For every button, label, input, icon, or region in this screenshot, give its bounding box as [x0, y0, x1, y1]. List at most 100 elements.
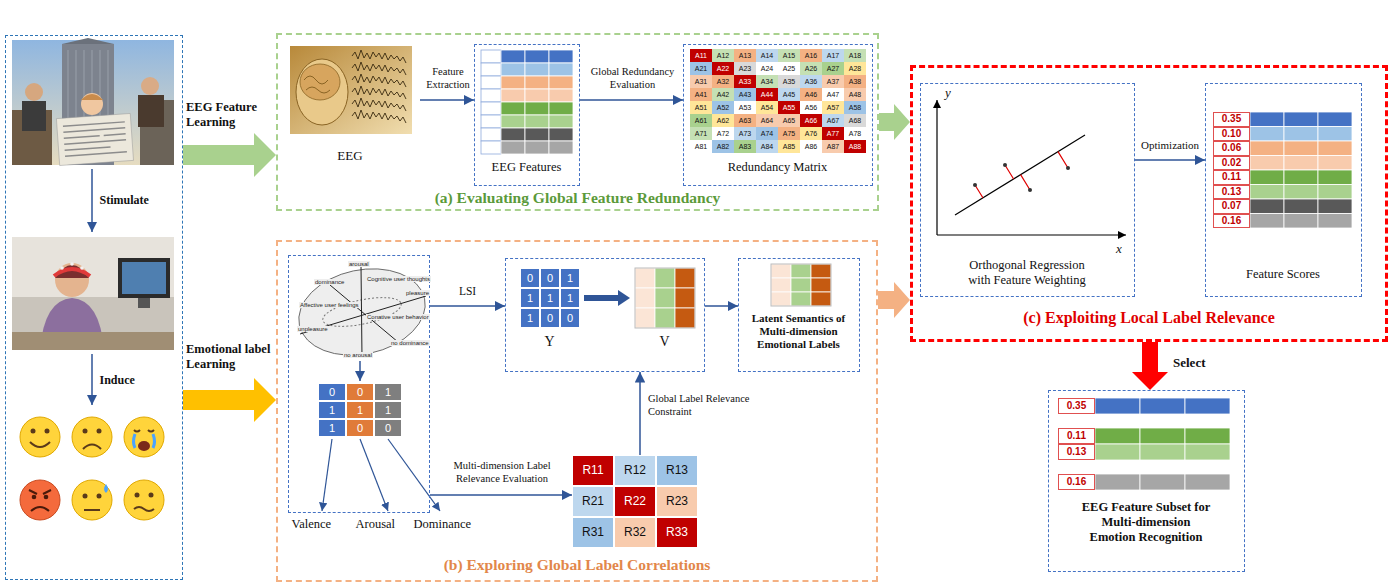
table-cells [1250, 156, 1284, 171]
label-matrix-cell: 0 [540, 308, 560, 328]
label-matrix-cell: 0 [560, 308, 580, 328]
flow-arrow [705, 305, 738, 307]
table-cells [525, 102, 549, 115]
emotion-emoji [31, 507, 49, 511]
pad-emotion-model [291, 258, 440, 511]
matrix-cell: A11 [690, 49, 712, 62]
table-cells [655, 308, 675, 328]
node-text: Dominance [414, 517, 478, 532]
model-axis-label: unpleasure [297, 326, 329, 332]
table-cells [1284, 214, 1318, 229]
edge-label: Emotional label Learning [186, 342, 276, 372]
feature-score: 0.02 [1213, 156, 1250, 171]
table-cells [549, 76, 573, 89]
block-arrow [183, 133, 276, 177]
node-text: Induce [100, 373, 175, 387]
matrix-cell: A26 [800, 62, 822, 75]
node-text: Latent Semantics of Multi-dimension Emot… [742, 312, 856, 352]
feature-score: 0.35 [1058, 398, 1095, 414]
orthogonal-regression-plot [973, 183, 977, 187]
eeg-image: EEG [290, 44, 420, 176]
matrix-cell: A75 [778, 127, 800, 140]
matrix-cell: A73 [734, 127, 756, 140]
matrix-cell: A72 [712, 127, 734, 140]
model-axis-label: arousal [348, 261, 370, 267]
emotion-emoji [29, 490, 51, 494]
model-axis-label: Conative user behavior [366, 314, 430, 320]
eeg-brain-image [296, 59, 348, 125]
movie-still [81, 93, 103, 115]
table-cells [1284, 156, 1318, 171]
pad-emotion-model [388, 439, 440, 511]
movie-still [141, 77, 159, 95]
axis-label: x [1116, 241, 1128, 257]
table-cells [791, 278, 811, 292]
table-cells [1318, 141, 1352, 156]
table-cells [501, 76, 525, 89]
stage-arrow [91, 354, 93, 405]
feature-score: 0.35 [1213, 112, 1250, 127]
eeg-recording-photo [60, 266, 64, 270]
table-cells [1140, 474, 1185, 490]
matrix-cell: A47 [822, 88, 844, 101]
eeg-recording-photo [55, 265, 89, 278]
eeg-brain-image [352, 110, 406, 123]
matrix-cell: A23 [734, 62, 756, 75]
table-cells [525, 63, 549, 76]
movie-still [56, 113, 133, 165]
eeg-brain-image [352, 98, 406, 111]
orthogonal-regression-plot [1003, 163, 1007, 167]
emotion-emoji [20, 417, 164, 520]
matrix-cell: A25 [778, 62, 800, 75]
label-matrix-cell: 1 [346, 401, 374, 419]
table-cells [1284, 127, 1318, 142]
table-cells [811, 278, 831, 292]
table-cells [549, 115, 573, 128]
node-text: Valence [292, 517, 352, 532]
table-cells [1284, 112, 1318, 127]
matrix-cell: A61 [690, 114, 712, 127]
matrix-cell: A13 [734, 49, 756, 62]
eeg-recording-photo [54, 269, 90, 276]
table-cells [1185, 398, 1230, 414]
matrix-cell: A51 [690, 101, 712, 114]
movie-still [12, 38, 174, 166]
eeg-brain-image [352, 74, 406, 87]
eeg-brain-image [304, 76, 330, 93]
table-cells [1250, 185, 1284, 200]
edge-label: EEG Feature Learning [186, 100, 276, 130]
lsi-arrow [584, 290, 630, 306]
node-text: (c) Exploiting Local Label Relevance [913, 308, 1385, 327]
table-cells [771, 278, 791, 292]
stage-arrow [91, 169, 93, 232]
table-cells [525, 50, 549, 63]
label-matrix-cell: 0 [346, 419, 374, 437]
table-cells [481, 76, 501, 89]
table-cells [1250, 127, 1284, 142]
matrix-cell: A38 [844, 75, 866, 88]
eeg-recording-photo [122, 262, 166, 294]
emotion-emoji [134, 434, 155, 448]
table-cells [1318, 156, 1352, 171]
table-cells [1284, 141, 1318, 156]
edge-label: Multi-dimension Label Relevance Evaluati… [434, 460, 570, 485]
matrix-cell: A31 [690, 75, 712, 88]
label-matrix-cell: 1 [560, 288, 580, 308]
matrix-cell: A17 [822, 49, 844, 62]
label-matrix-cell: 1 [318, 401, 346, 419]
node-text: (b) Exploring Global Label Correlations [276, 556, 878, 575]
table-cells [655, 288, 675, 308]
node-text: EEG [290, 148, 410, 164]
matrix-cell: A57 [822, 101, 844, 114]
matrix-cell: A58 [844, 101, 866, 114]
model-axis-label: dominance [314, 279, 345, 285]
edge-label: LSI [440, 285, 495, 299]
edge-label: Feature Extraction [421, 66, 475, 91]
matrix-cell: A78 [844, 127, 866, 140]
eeg-recording-photo [12, 237, 174, 297]
emotion-emoji [32, 495, 37, 500]
label-matrix-cell: 0 [346, 383, 374, 401]
label-matrix-cell: 1 [374, 401, 402, 419]
feature-score: 0.11 [1213, 170, 1250, 185]
table-cells [811, 264, 831, 278]
